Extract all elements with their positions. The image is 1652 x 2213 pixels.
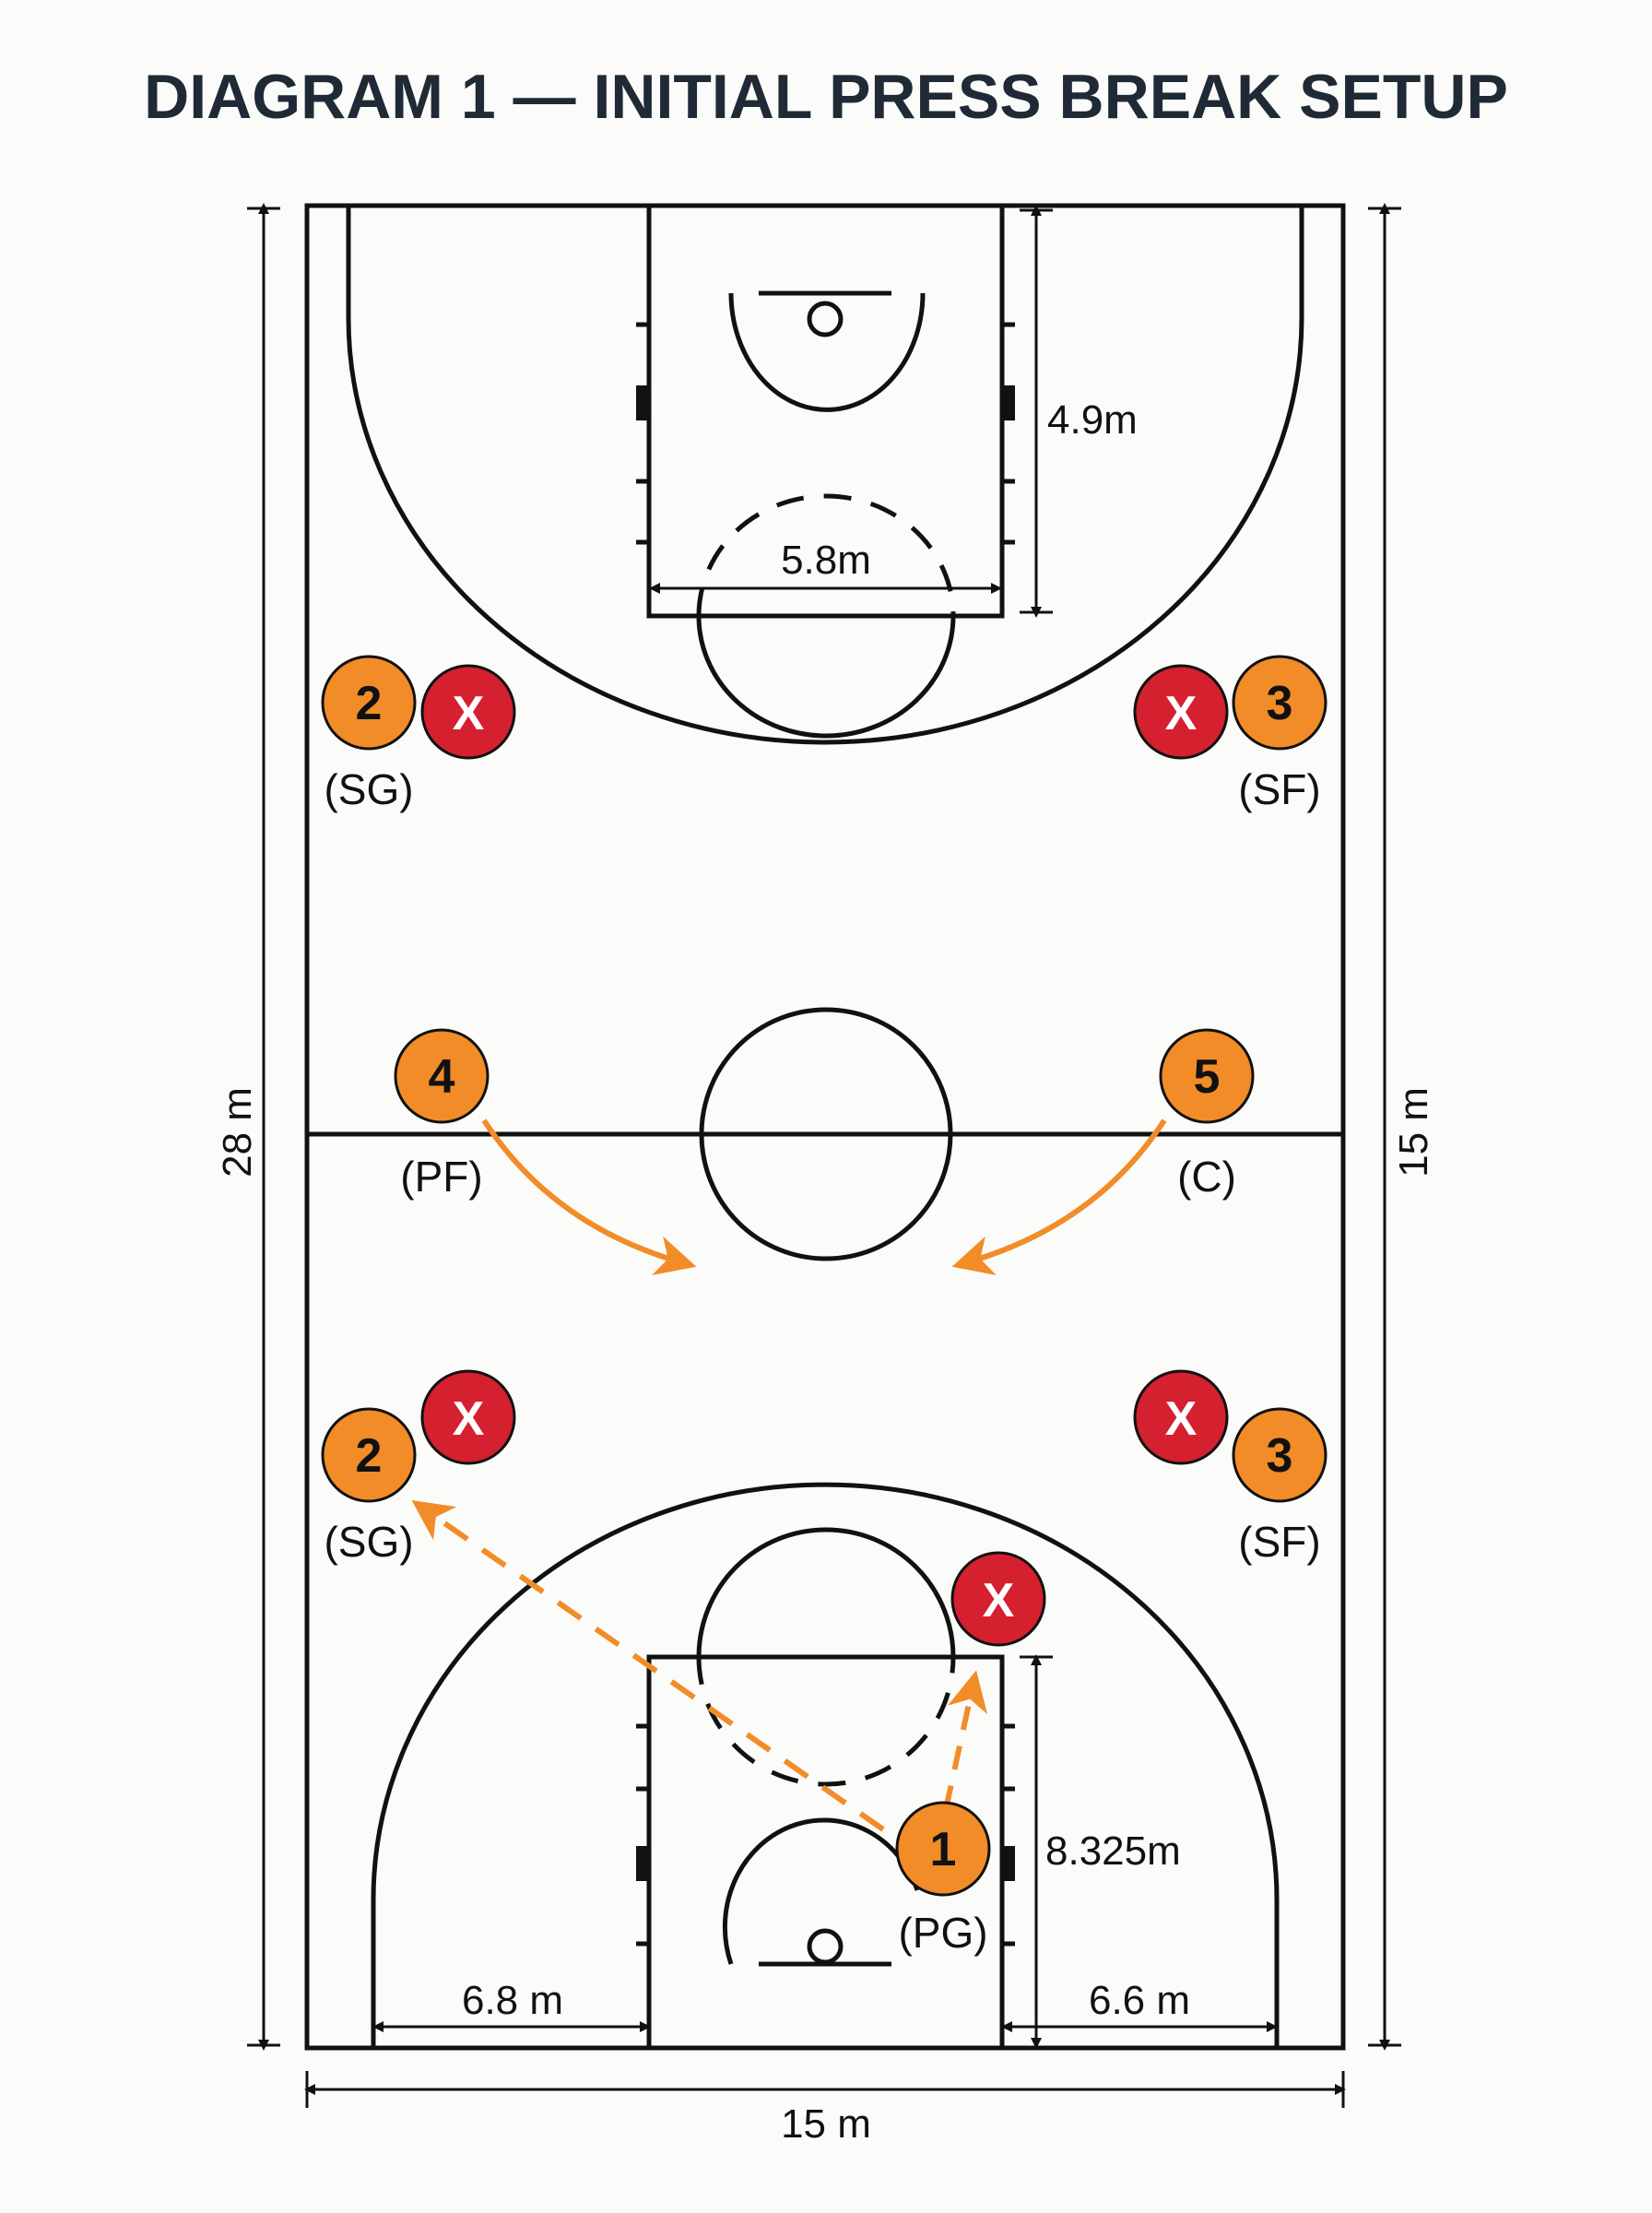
offense-marker — [321, 655, 417, 751]
top-three-point-arc — [346, 317, 1304, 745]
bottom-lane-marks — [636, 1723, 1015, 1947]
length-dimension-label: 28 m — [215, 1087, 260, 1178]
top-lane-marks — [636, 322, 1015, 545]
top-hoop — [807, 301, 844, 337]
player-role: (SF) — [1238, 1518, 1320, 1566]
bottom-right-corner-label: 6.6 m — [1089, 1978, 1190, 2023]
bottom-free-throw-circle-solid — [696, 1527, 956, 1658]
player-number: 4 — [429, 1050, 455, 1104]
bottom-hoop — [807, 1928, 844, 1965]
offense-4: 4 (PF) — [394, 1028, 490, 1201]
court — [304, 203, 1346, 2051]
player-role: (C) — [1177, 1153, 1236, 1201]
player-number: 3 — [1267, 1429, 1293, 1483]
bottom-key-depth-label: 8.325m — [1045, 1828, 1181, 1874]
cut-arrow-4 — [481, 1118, 697, 1276]
top-restricted-arc — [728, 292, 926, 412]
defender-label: X — [453, 1392, 485, 1446]
defender-top-left: X — [420, 664, 516, 760]
offense-1: 1 (PG) — [895, 1801, 991, 1957]
top-free-throw-circle-solid — [696, 615, 956, 739]
player-role: (PG) — [898, 1909, 987, 1957]
player-role: (SG) — [324, 1518, 413, 1566]
width-dimension-label-bottom: 15 m — [781, 2101, 871, 2147]
offense-2-top: 2 (SG) — [321, 655, 417, 813]
defender-label: X — [1165, 687, 1198, 740]
bottom-free-throw-circle-dashed — [696, 1656, 956, 1787]
top-free-throw-circle-dashed — [696, 493, 956, 617]
defense-marker — [1133, 1369, 1229, 1465]
diagram-title: DIAGRAM 1 — INITIAL PRESS BREAK SETUP — [144, 62, 1508, 132]
offense-marker — [1159, 1028, 1255, 1124]
top-key-width-label: 5.8m — [781, 538, 871, 583]
center-circle — [699, 1007, 953, 1261]
defender-mid-right: X — [1133, 1369, 1229, 1465]
defense-marker — [950, 1551, 1046, 1647]
offense-marker — [895, 1801, 991, 1897]
bottom-half — [371, 1482, 1280, 2051]
pass-arrow-1-to-2 — [411, 1499, 885, 1832]
bottom-three-point-arc — [371, 1482, 1280, 1900]
defender-top-right: X — [1133, 664, 1229, 760]
offense-marker — [1232, 655, 1328, 751]
cut-arrow-5 — [951, 1118, 1167, 1276]
player-role: (PF) — [400, 1153, 482, 1201]
players: 2 (SG) 3 (SF) 4 (PF) 5 (C) 2 (SG) 3 (SF) — [321, 655, 1328, 1957]
dimension-lines: 28 m 15 m 15 m 4.9m 5.8m 8.325m 6.8 m 6.… — [215, 203, 1436, 2147]
offense-3-bottom: 3 (SF) — [1232, 1407, 1328, 1566]
top-key-depth-label: 4.9m — [1047, 397, 1138, 443]
defense-marker — [420, 1369, 516, 1465]
offense-marker — [321, 1407, 417, 1503]
offense-marker — [394, 1028, 490, 1124]
player-number: 1 — [930, 1823, 957, 1876]
player-role: (SG) — [324, 765, 413, 813]
offense-5: 5 (C) — [1159, 1028, 1255, 1201]
defender-label: X — [983, 1574, 1015, 1627]
player-role: (SF) — [1238, 765, 1320, 813]
player-number: 2 — [356, 677, 383, 730]
offense-marker — [1232, 1407, 1328, 1503]
offense-3-top: 3 (SF) — [1232, 655, 1328, 813]
player-number: 5 — [1194, 1050, 1221, 1104]
court-boundary — [304, 203, 1346, 2051]
player-number: 3 — [1267, 677, 1293, 730]
top-half — [346, 203, 1304, 745]
bottom-restricted-arc — [722, 1817, 920, 1965]
bottom-left-corner-label: 6.8 m — [462, 1978, 563, 2023]
movement-arrows — [411, 1118, 1167, 1832]
defender-label: X — [453, 687, 485, 740]
width-dimension-label-right: 15 m — [1391, 1087, 1436, 1178]
defender-mid-left: X — [420, 1369, 516, 1465]
offense-2-bottom: 2 (SG) — [321, 1407, 417, 1566]
defense-marker — [420, 664, 516, 760]
pass-arrow-1-to-high-post — [943, 1670, 988, 1810]
defense-marker — [1133, 664, 1229, 760]
defender-label: X — [1165, 1392, 1198, 1446]
defender-high-post: X — [950, 1551, 1046, 1647]
player-number: 2 — [356, 1429, 383, 1483]
